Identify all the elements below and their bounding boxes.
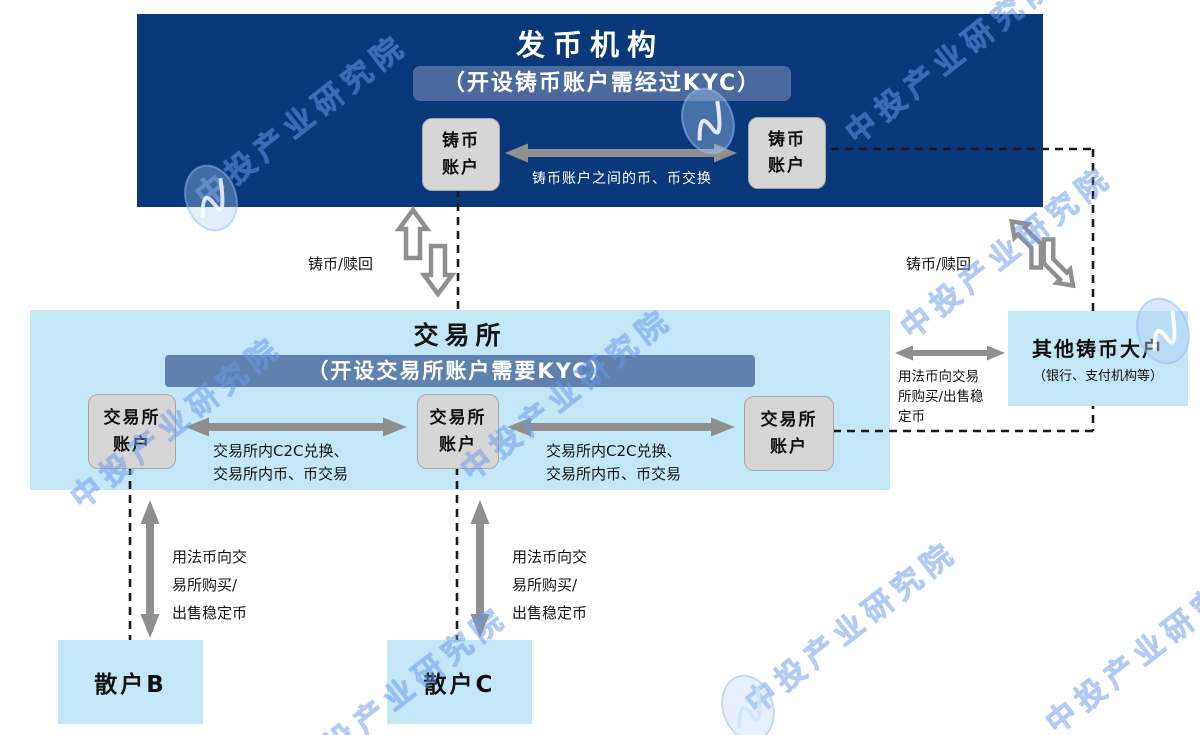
double-arrow-vertical-b-icon <box>139 498 161 640</box>
exchange-account-middle: 交易所 账户 <box>417 394 499 469</box>
fiat-retail-b-label: 用法币向交 易所购买/ 出售稳定币 <box>172 548 248 622</box>
other-minters-box: 其他铸币大户 （银行、支付机构等） <box>1008 311 1188 406</box>
other-minters-title: 其他铸币大户 <box>1032 337 1164 361</box>
other-minters-subtitle: （银行、支付机构等） <box>1032 369 1163 384</box>
exchange-title: 交易所 <box>413 321 507 350</box>
hollow-down-arrow-icon <box>419 243 457 298</box>
exchange-account-left: 交易所 账户 <box>88 394 176 469</box>
mint-account-right: 铸币 账户 <box>748 117 826 189</box>
exchange-account-right: 交易所 账户 <box>744 396 834 471</box>
mint-account-left: 铸币 账户 <box>422 118 500 191</box>
mint-swap-label: 铸币账户之间的币、币交换 <box>532 171 712 187</box>
mint-redeem-left-label: 铸币/赎回 <box>308 255 374 273</box>
issuer-title: 发币机构 <box>515 28 664 62</box>
double-arrow-mint-swap-icon <box>502 142 740 164</box>
double-arrow-other-minters-icon <box>893 344 1007 362</box>
retail-b-box: 散户B <box>58 640 203 724</box>
fiat-retail-c-label: 用法币向交 易所购买/ 出售稳定币 <box>512 548 588 622</box>
fiat-other-minters-label: 用法币向交易 所购买/出售稳 定币 <box>898 369 984 425</box>
c2c-label-left: 交易所内C2C兑换、 交易所内币、币交易 <box>213 442 349 484</box>
bent-up-arrow-icon <box>996 216 1056 273</box>
exchange-subtitle: （开设交易所账户需要KYC） <box>165 355 755 387</box>
mint-redeem-right-label: 铸币/赎回 <box>906 255 972 273</box>
double-arrow-c2c-right-icon <box>504 416 738 438</box>
bent-down-arrow-icon <box>1028 234 1088 291</box>
issuer-panel <box>137 14 1043 207</box>
issuer-subtitle: （开设铸币账户需经过KYC） <box>413 66 791 101</box>
double-arrow-vertical-c-icon <box>469 498 491 640</box>
c2c-label-right: 交易所内C2C兑换、 交易所内币、币交易 <box>546 442 682 484</box>
hollow-up-arrow-icon <box>394 206 432 261</box>
double-arrow-c2c-left-icon <box>182 416 410 438</box>
retail-c-box: 散户C <box>387 640 532 724</box>
